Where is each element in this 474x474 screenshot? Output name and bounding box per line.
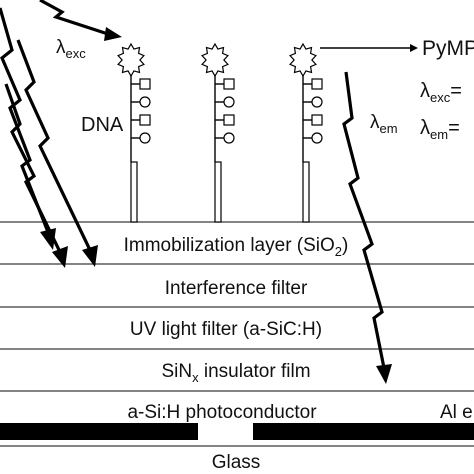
excitation-light-arrow-icon: [16, 39, 98, 267]
emission-light-arrow-icon: [342, 71, 392, 384]
dna-probe-3: [302, 75, 323, 223]
electrode-label: Al e: [440, 402, 473, 423]
dna-probe-2: [214, 75, 235, 223]
immobilization-layer-label: Immobilization layer (SiO2): [124, 235, 349, 259]
glass-label: Glass: [212, 452, 261, 473]
photoconductor-label: a-Si:H photoconductor: [127, 402, 317, 423]
fluorophore-star-icon: [289, 42, 317, 78]
dna-label: DNA: [81, 114, 124, 136]
excitation-light-arrow-icon: [4, 83, 68, 268]
fluorophore-star-icon: [117, 42, 145, 78]
right-lambda-exc-label: λexc=: [420, 80, 462, 105]
excitation-light-arrow-icon: [0, 7, 56, 250]
aluminium-electrodes: [0, 423, 474, 440]
fluorophore-star-icon: [201, 42, 229, 78]
sinx-insulator-label: SiNx insulator film: [161, 361, 310, 385]
pymp-label: PyMP: [422, 37, 474, 60]
uv-light-filter-label: UV light filter (a-SiC:H): [130, 319, 322, 340]
right-lambda-em-label: λem=: [420, 117, 460, 142]
layer-boundaries: [0, 221, 474, 447]
pymp-arrow-icon: [320, 44, 418, 52]
lambda-exc-label: λexc: [56, 37, 86, 61]
interference-filter-label: Interference filter: [165, 278, 308, 299]
dna-probe-1: [130, 75, 151, 223]
lambda-em-label: λem: [370, 112, 398, 136]
excitation-light-arrow-icon: [39, 0, 122, 41]
